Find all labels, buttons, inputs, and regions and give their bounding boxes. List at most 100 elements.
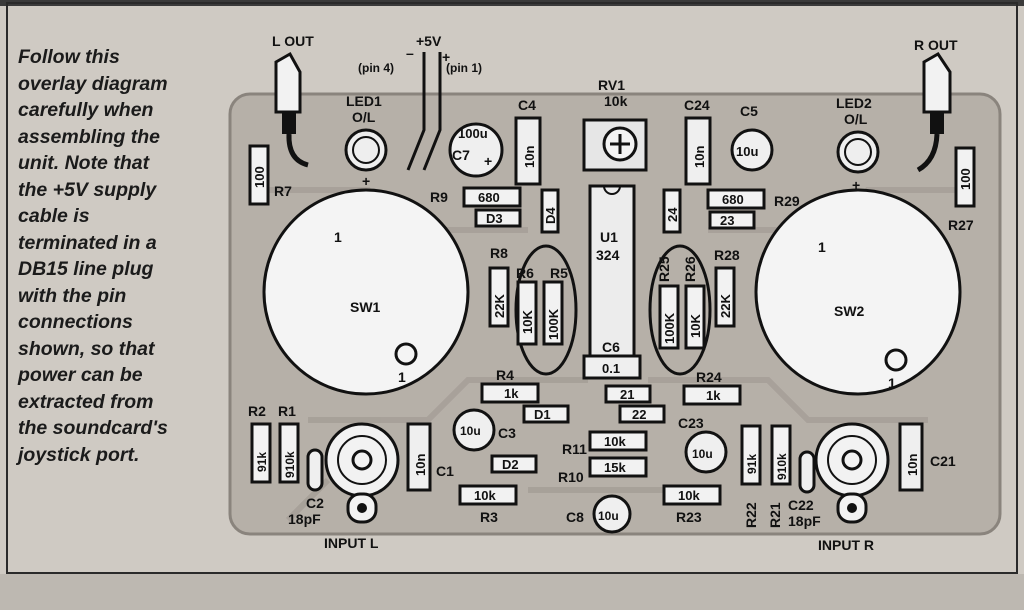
r6-r5-group	[514, 244, 578, 376]
caption-line: power can be	[18, 364, 143, 386]
led1-plus: +	[362, 173, 370, 189]
u1-label: U1	[600, 229, 618, 245]
plus-label: +	[442, 49, 450, 65]
r4-value: 1k	[504, 386, 519, 401]
r23-value: 10k	[678, 488, 700, 503]
r3-resistor	[458, 484, 518, 506]
led1-label: LED1	[346, 93, 382, 109]
c23-capacitor	[684, 430, 728, 474]
c7-plus: +	[484, 153, 492, 169]
r21-label: R21	[767, 502, 783, 528]
r11-value: 10k	[604, 434, 626, 449]
page-edge-bottom	[0, 574, 1024, 610]
r28-resistor	[714, 266, 736, 328]
led2-label: LED2	[836, 95, 872, 111]
c24-value: 10n	[692, 146, 707, 168]
d3-label: D3	[486, 211, 503, 226]
r-out-connector	[916, 52, 952, 173]
d24-label: 24	[665, 207, 680, 222]
r27-resistor	[954, 146, 976, 208]
c5-label: C5	[740, 103, 758, 119]
sw1-pin1: 1	[334, 229, 342, 245]
c21-value: 10n	[905, 454, 920, 476]
r9-value: 680	[478, 190, 500, 205]
sw2-pin1-lower: 1	[888, 375, 896, 391]
c8-capacitor	[592, 494, 632, 534]
r25-label: R25	[656, 256, 672, 282]
c23-value: 10u	[692, 447, 713, 461]
c22-capacitor	[798, 450, 816, 494]
c1-label: C1	[436, 463, 454, 479]
d23-label: 23	[720, 213, 734, 228]
r1-resistor	[278, 422, 300, 484]
pin4-label: (pin 4)	[358, 61, 394, 75]
d23-diode	[708, 210, 756, 230]
caption-line: cable is	[18, 205, 90, 227]
r1-label: R1	[278, 403, 296, 419]
caption-line: the soundcard's	[18, 417, 168, 439]
figure-frame	[6, 2, 1018, 574]
caption-line: assembling the	[18, 125, 160, 148]
c5-value: 10u	[736, 144, 758, 159]
led2-ol-label: O/L	[844, 111, 868, 127]
r11-label: R11	[562, 441, 587, 457]
r27-label: R27	[948, 217, 974, 233]
rv1-value: 10k	[604, 93, 628, 109]
r2-value: 91k	[255, 452, 269, 472]
r8-value: 22K	[492, 294, 507, 318]
d3-diode	[474, 208, 522, 228]
c1-capacitor	[406, 422, 432, 492]
led2-plus: +	[852, 177, 860, 193]
r29-label: R29	[774, 193, 800, 209]
r25-resistor	[658, 284, 680, 350]
c4-capacitor	[514, 116, 542, 186]
caption-line: Follow this	[18, 46, 120, 68]
d1-label: D1	[534, 407, 551, 422]
d21-diode	[604, 384, 652, 404]
caption-line: shown, so that	[18, 337, 155, 360]
l-out-label: L OUT	[272, 33, 314, 49]
r10-resistor	[588, 456, 648, 478]
minus-label: –	[406, 45, 414, 61]
input-r-label: INPUT R	[818, 537, 874, 553]
r2-resistor	[250, 422, 272, 484]
d2-label: D2	[502, 457, 519, 472]
plus5v-label: +5V	[416, 33, 442, 49]
c22-label: C22	[788, 497, 814, 513]
caption-line: DB15 line plug	[18, 258, 154, 280]
r1-value: 910k	[283, 451, 297, 478]
sw1-label: SW1	[350, 299, 381, 315]
c24-label: C24	[684, 97, 710, 113]
sw1-pin1-lower: 1	[398, 369, 406, 385]
r22-value: 91k	[745, 454, 759, 474]
r10-label: R10	[558, 469, 584, 485]
r5-label: R5	[550, 265, 568, 281]
r6-label: R6	[516, 265, 534, 281]
r3-label: R3	[480, 509, 498, 525]
c6-label: C6	[602, 339, 620, 355]
caption-line: the +5V supply	[18, 178, 157, 201]
c23-label: C23	[678, 415, 704, 431]
c2-value: 18pF	[288, 511, 321, 527]
caption-line: overlay diagram	[18, 72, 168, 95]
r21-value: 910k	[775, 453, 789, 480]
c3-value: 10u	[460, 424, 481, 438]
d4-diode	[540, 188, 560, 234]
r25-value: 100K	[662, 312, 677, 344]
r9-label: R9	[430, 189, 448, 205]
c3-capacitor	[452, 408, 496, 452]
r3-value: 10k	[474, 488, 496, 503]
r5-value: 100K	[546, 308, 561, 340]
led1	[344, 128, 388, 172]
rv1-trimpot	[582, 118, 648, 172]
r26-value: 10K	[688, 314, 703, 338]
sw2-label: SW2	[834, 303, 865, 319]
c8-value: 10u	[598, 509, 619, 523]
supply-cable	[406, 52, 442, 171]
d21-label: 21	[620, 387, 634, 402]
caption-line: extracted from	[18, 390, 154, 413]
c2-label: C2	[306, 495, 324, 511]
r2-label: R2	[248, 403, 266, 419]
